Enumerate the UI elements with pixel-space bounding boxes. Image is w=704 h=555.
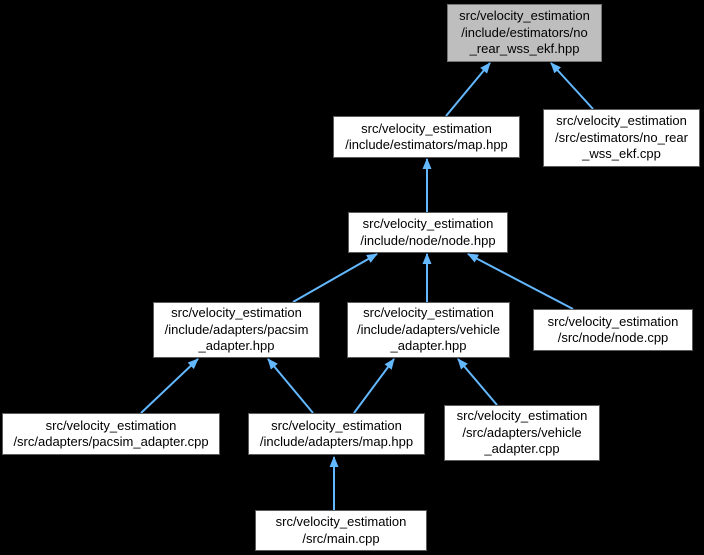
edge-estimators-map-hpp-to-no-rear-wss-ekf-hpp	[445, 62, 491, 117]
graph-node-label-line: src/velocity_estimation	[556, 113, 687, 129]
edge-pacsim-adapter-hpp-to-node-hpp	[292, 253, 378, 303]
graph-node-label-line: /src/main.cpp	[302, 530, 380, 546]
graph-node-vehicle-adapter-hpp[interactable]: src/velocity_estimation/include/adapters…	[347, 302, 510, 358]
edge-pacsim-adapter-cpp-to-pacsim-adapter-hpp	[140, 358, 199, 414]
graph-node-label-line: src/velocity_estimation	[362, 216, 494, 232]
graph-node-estimators-map-hpp[interactable]: src/velocity_estimation/include/estimato…	[333, 116, 520, 158]
graph-node-label-line: /include/node/node.hpp	[360, 232, 496, 248]
graph-node-no-rear-wss-ekf-hpp[interactable]: src/velocity_estimation/include/estimato…	[447, 4, 602, 62]
graph-node-vehicle-adapter-cpp[interactable]: src/velocity_estimation/src/adapters/veh…	[444, 405, 600, 461]
graph-node-label-line: _adapter.hpp	[198, 338, 275, 354]
graph-node-label-line: /include/estimators/no	[461, 24, 588, 40]
graph-node-label-line: src/velocity_estimation	[363, 305, 494, 321]
graph-node-label-line: src/velocity_estimation	[171, 305, 302, 321]
graph-node-label-line: _wss_ekf.cpp	[582, 146, 661, 162]
graph-node-label-line: src/velocity_estimation	[456, 408, 588, 424]
graph-node-label-line: _adapter.cpp	[484, 441, 560, 457]
graph-node-label-line: /src/estimators/no_rear	[555, 129, 688, 145]
edge-adapters-map-hpp-to-vehicle-adapter-hpp	[353, 358, 395, 414]
graph-node-label-line: /include/adapters/map.hpp	[259, 434, 414, 449]
graph-node-pacsim-adapter-hpp[interactable]: src/velocity_estimation/include/adapters…	[153, 302, 320, 358]
graph-node-label-line: _adapter.hpp	[390, 338, 467, 354]
graph-node-node-hpp[interactable]: src/velocity_estimation/include/node/nod…	[348, 212, 508, 253]
graph-node-label-line: /include/adapters/vehicle	[356, 321, 501, 337]
graph-node-pacsim-adapter-cpp[interactable]: src/velocity_estimation/src/adapters/pac…	[2, 413, 220, 455]
graph-node-label-line: src/velocity_estimation	[271, 417, 402, 433]
graph-node-label-line: /src/adapters/vehicle	[462, 424, 582, 440]
graph-node-main-cpp[interactable]: src/velocity_estimation/src/main.cpp	[255, 510, 427, 551]
edge-vehicle-adapter-cpp-to-vehicle-adapter-hpp	[457, 358, 498, 406]
graph-node-no-rear-wss-ekf-cpp[interactable]: src/velocity_estimation/src/estimators/n…	[543, 109, 700, 167]
graph-node-adapters-map-hpp[interactable]: src/velocity_estimation/include/adapters…	[248, 413, 425, 455]
edge-adapters-map-hpp-to-pacsim-adapter-hpp	[267, 358, 314, 414]
graph-node-label-line: src/velocity_estimation	[361, 120, 492, 136]
graph-node-label-line: /src/node/node.cpp	[557, 330, 669, 345]
graph-node-label-line: src/velocity_estimation	[275, 514, 407, 530]
graph-node-label-line: /include/adapters/pacsim	[164, 321, 309, 337]
edge-no-rear-wss-ekf-cpp-to-no-rear-wss-ekf-hpp	[550, 62, 594, 110]
graph-node-label-line: _rear_wss_ekf.hpp	[469, 41, 580, 57]
graph-node-label-line: src/velocity_estimation	[45, 417, 177, 433]
graph-node-label-line: /include/estimators/map.hpp	[345, 137, 508, 152]
graph-node-label-line: /src/adapters/pacsim_adapter.cpp	[13, 434, 209, 449]
graph-node-node-cpp[interactable]: src/velocity_estimation/src/node/node.cp…	[533, 309, 693, 351]
graph-node-label-line: src/velocity_estimation	[459, 8, 590, 24]
edge-node-cpp-to-node-hpp	[467, 253, 574, 310]
graph-node-label-line: src/velocity_estimation	[547, 313, 679, 329]
